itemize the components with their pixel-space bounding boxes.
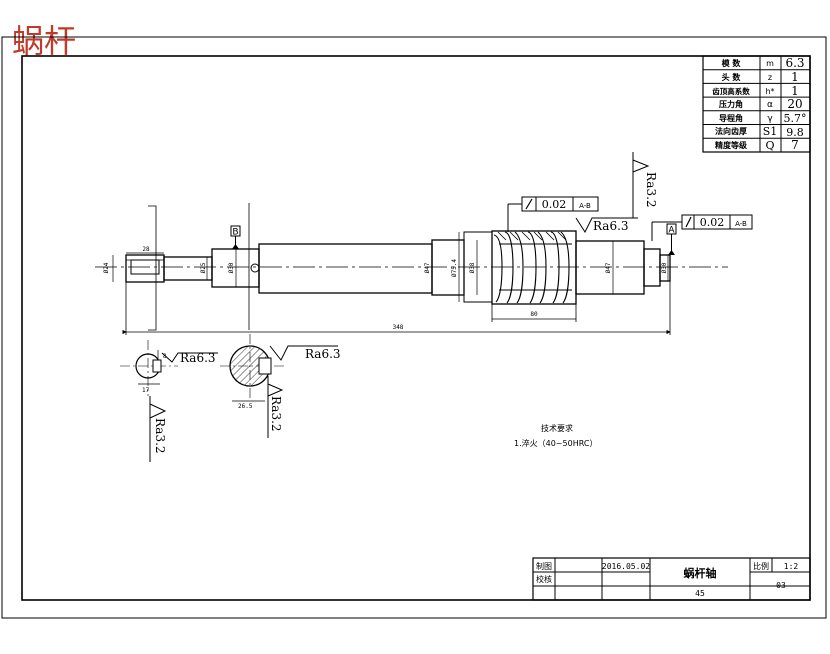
roughness-label-section1-bottom: Ra3.2 xyxy=(153,418,167,454)
dim-d1: Ø24 xyxy=(103,262,110,273)
param-symbol-lead-angle: γ xyxy=(767,114,773,124)
extension-brackets xyxy=(125,203,671,335)
dim-key-length: 28 xyxy=(142,246,150,253)
shaft-bearing-seat-left xyxy=(211,248,260,288)
param-label-starts: 头 数 xyxy=(722,72,742,82)
diameter-dimensions xyxy=(112,232,669,302)
roughness-label-section2: Ra6.3 xyxy=(305,347,341,361)
outer-frame xyxy=(1,36,827,619)
gtol-frame-right: 0.02 A-B xyxy=(651,214,753,241)
param-symbol-module: m xyxy=(766,59,774,68)
shaft-left-end xyxy=(125,254,165,283)
param-symbol-accuracy: Q xyxy=(765,139,774,152)
param-symbol-addendum: h* xyxy=(765,87,774,96)
param-value-tooth-thickness: 9.8 xyxy=(786,126,804,139)
section-view-keyway-large: 26.5 Ra6.3 Ra3.2 xyxy=(220,334,341,438)
title-block: 制图 校核 2016.05.02 蜗杆轴 比例 1:2 45 03 xyxy=(532,557,811,601)
param-label-addendum: 齿顶高系数 xyxy=(712,86,750,96)
roughness-symbol-top-right: Ra3.2 xyxy=(632,152,658,218)
dim-sec1-height: 17 xyxy=(142,387,150,394)
page-title: 蜗杆 xyxy=(12,22,76,60)
shaft-right-step xyxy=(643,248,661,287)
section-view-keyway-small: 8 17 Ra6.3 Ra3.2 xyxy=(120,340,218,462)
dim-overall: 348 xyxy=(393,324,404,331)
notes-item-1: 1.淬火（40~50HRC） xyxy=(514,438,597,448)
gtol-frame-left: 0.02 A-B xyxy=(507,196,599,232)
datum-b: B xyxy=(230,225,241,249)
param-symbol-tooth-thickness: S1 xyxy=(763,125,778,138)
svg-text:A: A xyxy=(668,226,675,236)
title-block-material: 45 xyxy=(695,589,705,598)
dim-d7: Ø47 xyxy=(605,262,612,273)
title-block-scale: 1:2 xyxy=(784,562,799,571)
dim-sec1-width: 8 xyxy=(163,353,167,360)
param-value-pressure-angle: 20 xyxy=(787,97,802,111)
param-label-lead-angle: 导程角 xyxy=(719,113,743,123)
dim-sec2-height: 26.5 xyxy=(238,403,253,410)
dim-d2: Ø25 xyxy=(200,262,207,273)
roughness-label-section1: Ra6.3 xyxy=(180,351,216,365)
dim-d6: Ø38 xyxy=(469,262,476,273)
param-label-module: 模 数 xyxy=(722,58,742,68)
param-value-module: 6.3 xyxy=(785,56,804,70)
roughness-label-top-right: Ra3.2 xyxy=(644,172,658,208)
roughness-symbol-thread: Ra6.3 xyxy=(575,217,638,234)
shaft-right-end xyxy=(659,254,671,282)
title-block-checked-label: 校核 xyxy=(536,574,552,584)
worm-thread-helix xyxy=(493,231,572,304)
title-block-part-name: 蜗杆轴 xyxy=(684,566,717,580)
roughness-label-section2-side: Ra3.2 xyxy=(269,396,283,432)
gtol-left-value: 0.02 xyxy=(542,198,567,211)
dim-d5: Ø75.4 xyxy=(451,259,458,277)
shaft-main-body xyxy=(258,243,433,294)
param-value-starts: 1 xyxy=(791,70,799,84)
param-label-tooth-thickness: 法向齿厚 xyxy=(715,126,747,136)
dim-d4: Ø47 xyxy=(424,262,431,273)
gtol-left-datum: A-B xyxy=(579,202,591,210)
inner-frame xyxy=(21,55,811,601)
param-symbol-starts: z xyxy=(768,73,772,82)
datum-a: A xyxy=(666,223,677,255)
roughness-label-thread: Ra6.3 xyxy=(593,219,629,233)
param-value-lead-angle: 5.7° xyxy=(784,112,807,125)
title-block-date: 2016.05.02 xyxy=(602,562,650,571)
title-block-drawn-label: 制图 xyxy=(536,561,552,571)
length-dimensions: 348 28 80 xyxy=(122,246,671,335)
worm-shaft xyxy=(125,230,671,305)
gtol-right-value: 0.02 xyxy=(700,216,725,229)
title-block-number: 03 xyxy=(776,581,786,590)
dim-d8: Ø30 xyxy=(661,262,668,273)
param-label-pressure-angle: 压力角 xyxy=(719,99,743,109)
dim-d3: Ø30 xyxy=(228,262,235,273)
svg-text:B: B xyxy=(232,228,238,238)
parameter-table: 模 数 m 6.3 头 数 z 1 齿顶高系数 h* 1 压力角 α 20 导程… xyxy=(702,55,811,153)
notes-heading: 技术要求 xyxy=(541,423,573,433)
param-value-accuracy: 7 xyxy=(791,138,799,152)
param-label-accuracy: 精度等级 xyxy=(715,140,748,150)
dim-thread-length: 80 xyxy=(530,311,538,318)
param-symbol-pressure-angle: α xyxy=(767,100,773,110)
title-block-scale-label: 比例 xyxy=(753,561,769,571)
gtol-right-datum: A-B xyxy=(735,220,747,228)
param-value-addendum: 1 xyxy=(791,84,799,98)
